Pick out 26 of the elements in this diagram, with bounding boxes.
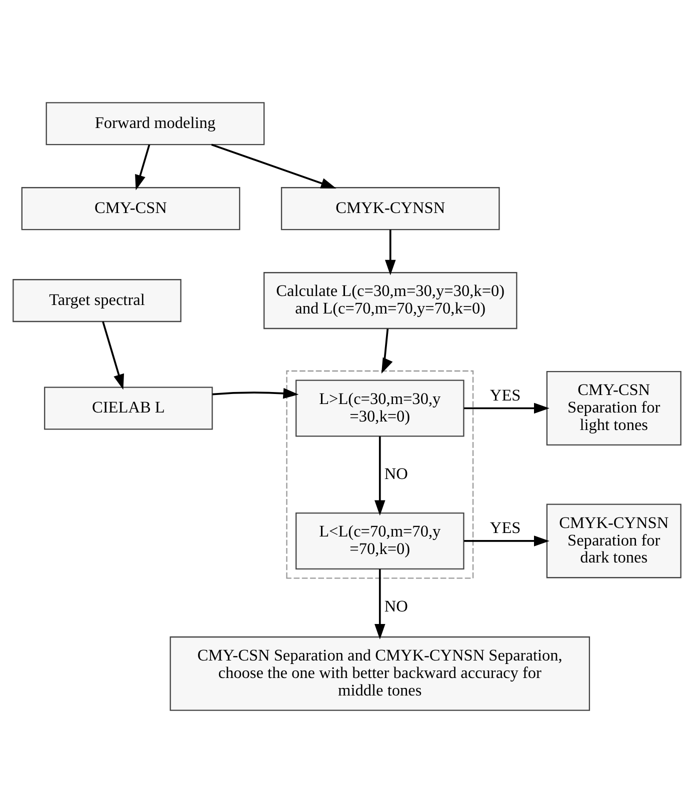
arrow bbox=[212, 387, 299, 398]
arrow bbox=[102, 320, 124, 390]
arrow bbox=[374, 568, 386, 639]
node-box: Target spectral bbox=[12, 278, 182, 322]
cluster bbox=[286, 370, 474, 578]
node-box: L<L(c=70,m=70,y =70,k=0) bbox=[295, 512, 464, 569]
node-box: Forward modeling bbox=[46, 102, 265, 145]
node-box: CIELAB L bbox=[44, 386, 213, 430]
arrow bbox=[381, 328, 393, 374]
arrow bbox=[135, 144, 150, 190]
arrow bbox=[464, 535, 550, 546]
arrow bbox=[464, 402, 550, 414]
node-box: CMYK-CYNSN Separation for dark tones bbox=[546, 503, 682, 578]
node-box: CMY-CSN bbox=[21, 186, 240, 230]
node-box: CMY-CSN Separation and CMYK-CYNSN Separation, choose the one with better backward accuracy for middle tones bbox=[170, 636, 590, 710]
edge-label: NO bbox=[384, 596, 408, 616]
node-box: CMYK-CYNSN bbox=[280, 186, 500, 230]
node-box: L>L(c=30,m=30,y =30,k=0) bbox=[295, 379, 464, 436]
node-box: CMY-CSN Separation for light tones bbox=[546, 370, 682, 445]
arrow bbox=[384, 229, 396, 275]
edge-label: NO bbox=[384, 463, 408, 482]
edge-label: YES bbox=[490, 384, 521, 404]
node-box: Calculate L(c=30,m=30,y=30,k=0) and L(c=70,m=70,y=70,k=0) bbox=[263, 272, 518, 329]
arrow bbox=[211, 143, 336, 188]
edge-label: YES bbox=[490, 518, 521, 537]
arrow bbox=[374, 436, 386, 516]
